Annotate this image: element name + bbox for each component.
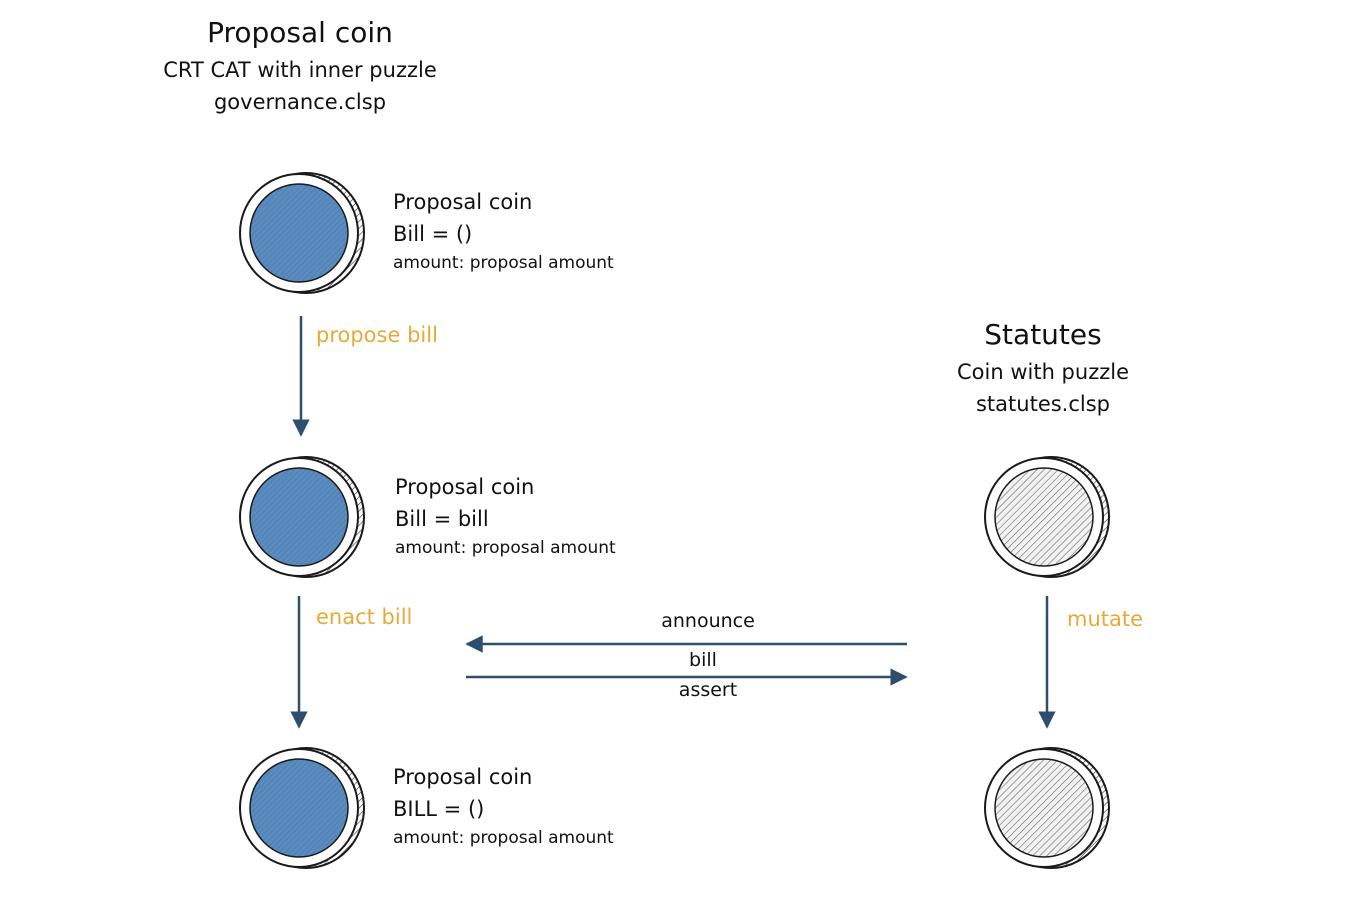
bill-label: bill — [689, 649, 717, 671]
announce-label: announce — [661, 610, 755, 632]
coin-1-name: Proposal coin — [393, 190, 533, 214]
proposal-coin-icon-3 — [239, 747, 365, 869]
statutes-header-puzzle: statutes.clsp — [975, 392, 1111, 416]
coin-2-state: Bill = bill — [395, 507, 489, 531]
coin-1-amount: amount: proposal amount — [393, 253, 614, 273]
statutes-coin-icon-2 — [984, 747, 1110, 869]
assert-label: assert — [678, 679, 738, 701]
coin-3-amount: amount: proposal amount — [393, 828, 614, 848]
enact-bill-label: enact bill — [316, 605, 413, 629]
propose-bill-label: propose bill — [316, 323, 438, 347]
coin-2-name: Proposal coin — [395, 475, 535, 499]
proposal-header-puzzle: governance.clsp — [213, 90, 387, 114]
proposal-header-title: Proposal coin — [207, 16, 393, 49]
statutes-header-title: Statutes — [984, 318, 1102, 351]
coin-2-amount: amount: proposal amount — [395, 538, 616, 558]
coin-3-name: Proposal coin — [393, 765, 533, 789]
coin-3-state: BILL = () — [393, 797, 485, 821]
proposal-header-subtitle: CRT CAT with inner puzzle — [163, 58, 437, 82]
proposal-coin-icon-1 — [239, 172, 365, 294]
statutes-header-subtitle: Coin with puzzle — [957, 360, 1129, 384]
coin-1-state: Bill = () — [393, 222, 473, 246]
proposal-coin-icon-2 — [239, 456, 365, 578]
mutate-label: mutate — [1067, 607, 1144, 631]
statutes-coin-icon-1 — [984, 456, 1110, 578]
